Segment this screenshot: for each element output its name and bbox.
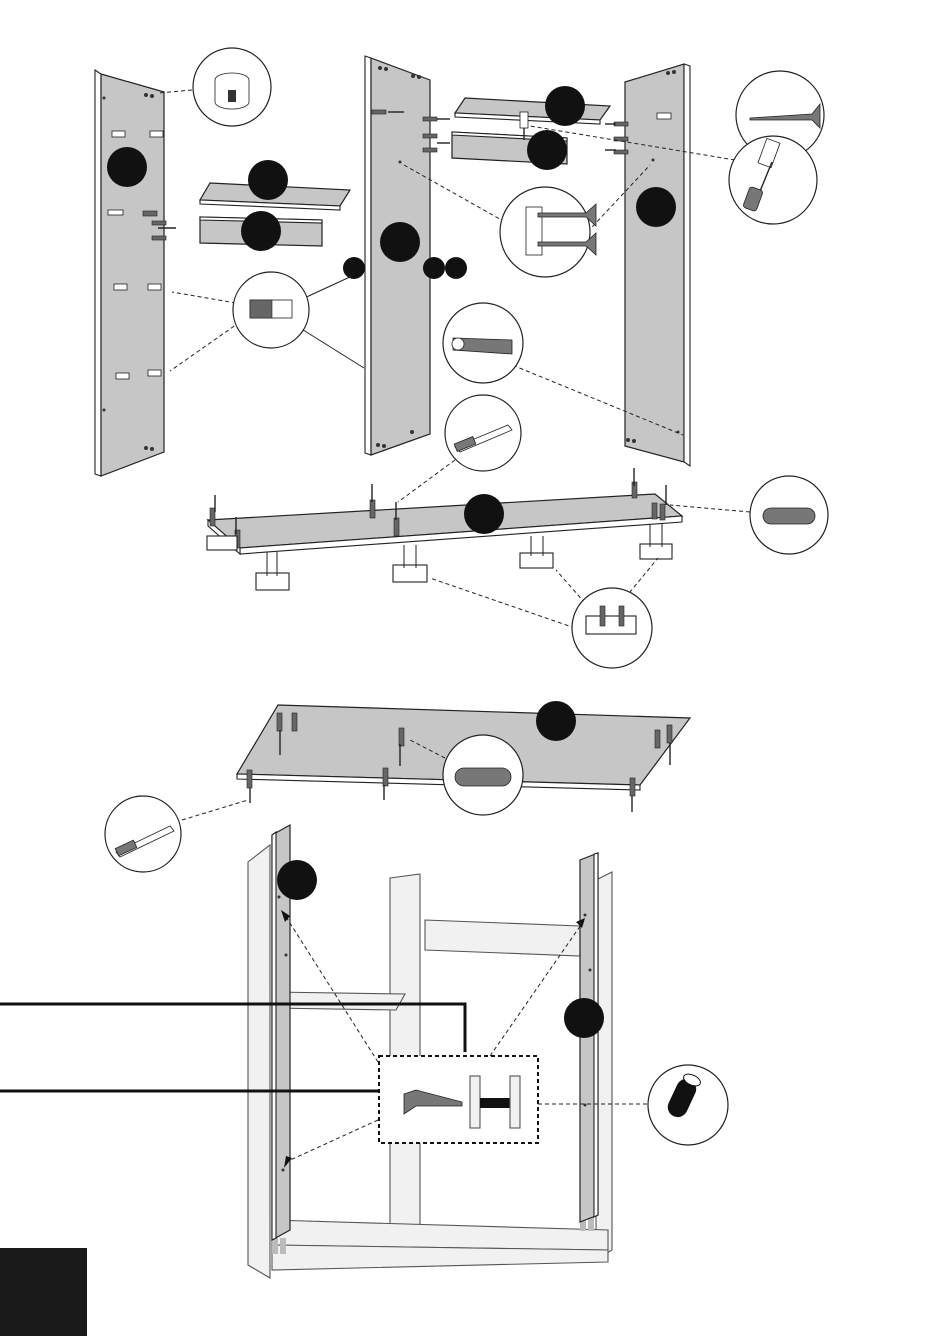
part-marker-bottom <box>464 494 504 534</box>
part-marker-rail <box>241 211 281 251</box>
callout-plinth-block <box>572 588 652 668</box>
callout-wooden-dowel <box>750 476 828 554</box>
callout-screw-and-bracket <box>379 1056 538 1143</box>
part-marker-left-panel <box>107 147 147 187</box>
part-marker-right-strip <box>564 998 604 1038</box>
callout-dowel-top <box>443 735 523 815</box>
part-marker-right-rail <box>527 130 567 170</box>
part-marker-shelf <box>248 160 288 200</box>
part-marker-top <box>536 701 576 741</box>
part-marker-b <box>423 257 445 279</box>
callout-cam-bolt <box>445 395 521 471</box>
right-side-panel <box>605 64 690 466</box>
left-side-panel <box>95 70 164 476</box>
callout-allen-key <box>729 136 817 224</box>
callout-cam-bolt-top <box>105 796 181 872</box>
part-marker-c <box>445 257 467 279</box>
part-marker-right-panel <box>636 187 676 227</box>
callout-shelf-support <box>233 272 309 348</box>
page-corner-tab <box>0 1248 87 1336</box>
part-marker-a <box>343 257 365 279</box>
callout-confirmat-screw <box>443 303 523 383</box>
upper-exploded-view <box>95 48 828 668</box>
callout-cam-lock <box>193 48 271 126</box>
part-marker-right-shelf <box>545 86 585 126</box>
part-marker-left-strip <box>277 860 317 900</box>
back-strip-view <box>0 825 728 1278</box>
top-panel-view <box>105 701 690 872</box>
part-marker-divider <box>380 222 420 262</box>
callout-bracket-screws <box>500 187 596 277</box>
bottom-panel <box>207 468 682 590</box>
callout-dark-dowel <box>648 1065 728 1145</box>
